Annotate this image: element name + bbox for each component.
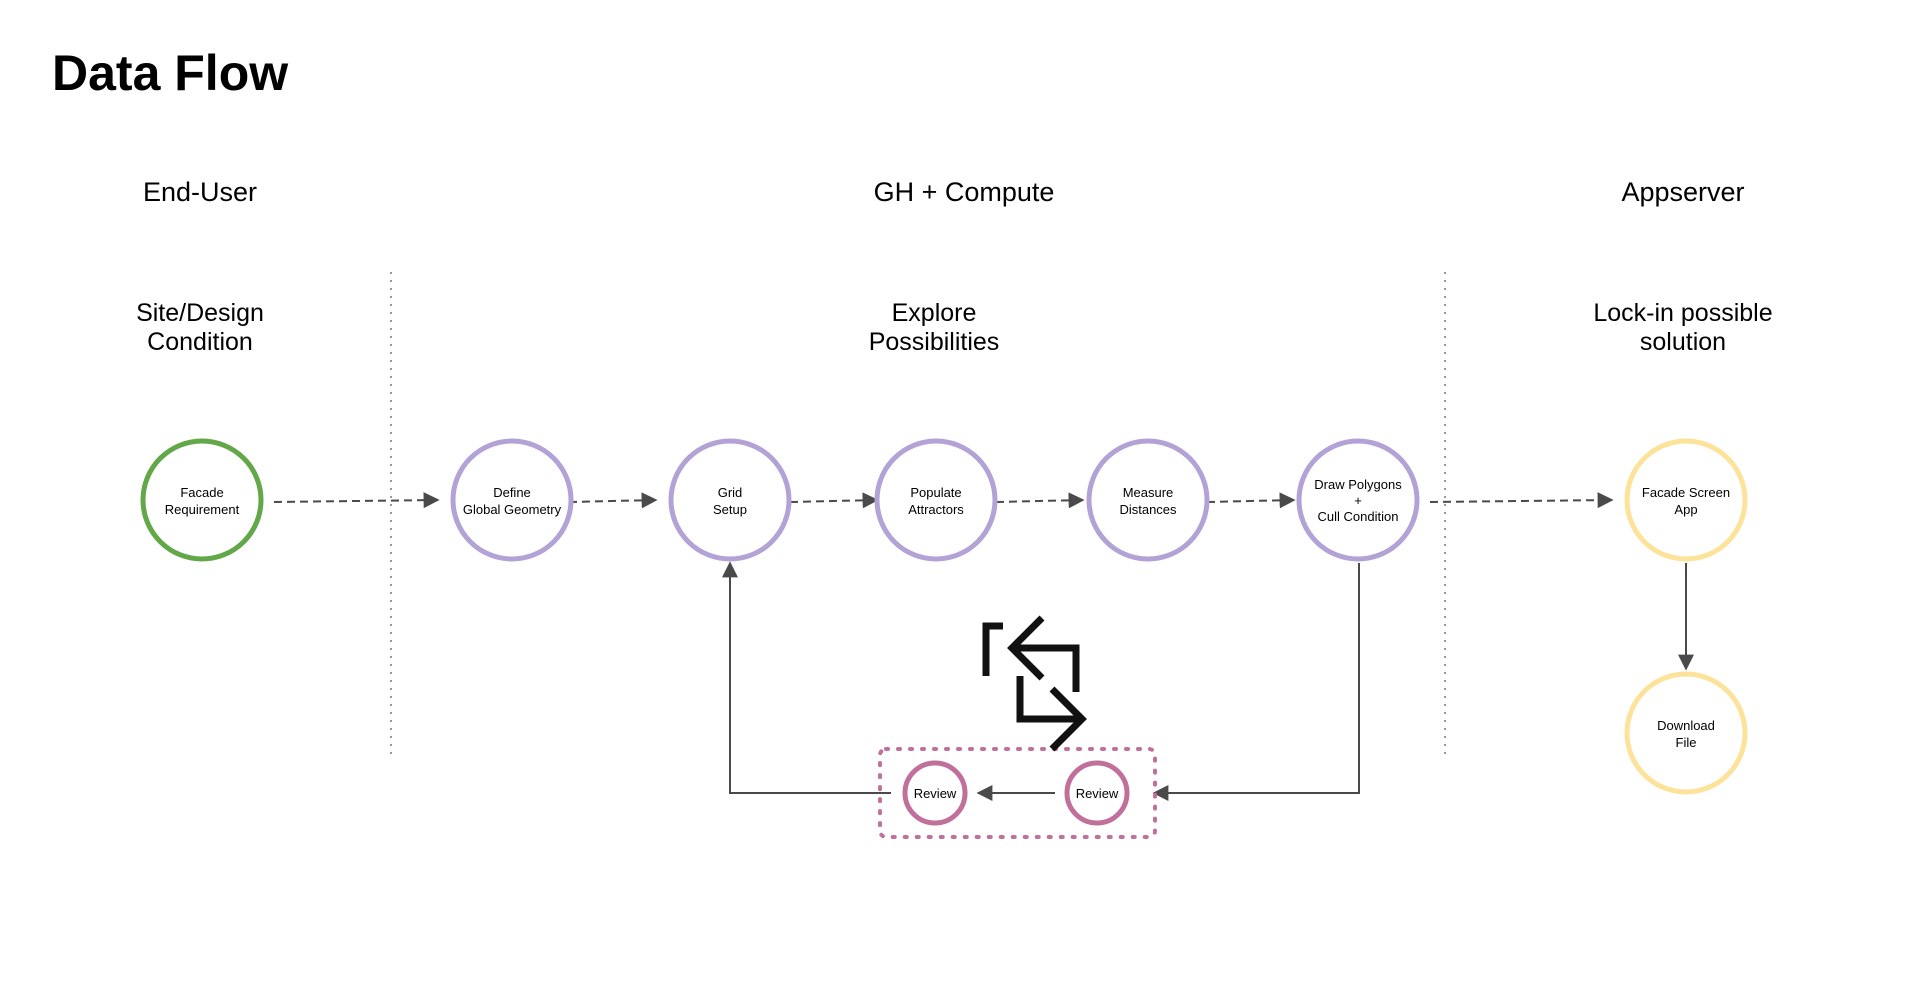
phase-label-lock-in-line-1: Lock-in possible — [1593, 299, 1772, 327]
node-review-left: Review — [902, 760, 968, 826]
arrow-draw-to-review — [1152, 563, 1360, 801]
node-label-line: Distances — [1119, 502, 1177, 517]
node-label-line: Facade — [180, 485, 223, 500]
lane-header-appserver: Appserver — [1621, 177, 1744, 207]
node-label-line: Cull Condition — [1318, 509, 1399, 524]
arrow-draw-to-facade-screen — [1429, 492, 1614, 509]
node-download-file: Download File — [1624, 671, 1748, 795]
node-populate-attractors: Populate Attractors — [874, 438, 998, 562]
phase-label-site-design-line-1: Site/Design — [136, 299, 264, 327]
lane-header-end-user: End-User — [143, 177, 257, 207]
node-label-line: Setup — [713, 502, 747, 517]
lane-header-gh-compute: GH + Compute — [874, 177, 1055, 207]
node-define-global-geometry: Define Global Geometry — [450, 438, 574, 562]
arrow-facade-to-define — [273, 492, 440, 509]
node-draw-polygons-cull-condition: Draw Polygons + Cull Condition — [1296, 438, 1420, 562]
node-label-line: Attractors — [908, 502, 964, 517]
arrow-grid-to-populate — [789, 492, 879, 509]
node-label-line: Measure — [1123, 485, 1174, 500]
node-label-line: App — [1674, 502, 1697, 517]
node-review-right: Review — [1064, 760, 1130, 826]
phase-label-explore-line-2: Possibilities — [869, 328, 1000, 356]
node-facade-screen-app: Facade Screen App — [1624, 438, 1748, 562]
node-label-line: + — [1354, 493, 1362, 508]
repeat-loop-icon — [982, 615, 1087, 752]
node-label-line: Requirement — [165, 502, 240, 517]
phase-label-explore-line-1: Explore — [892, 299, 977, 327]
arrow-populate-to-measure — [995, 492, 1085, 509]
node-label-line: Define — [493, 485, 531, 500]
arrow-measure-to-draw — [1206, 492, 1296, 509]
node-label-line: File — [1676, 735, 1697, 750]
node-measure-distances: Measure Distances — [1086, 438, 1210, 562]
node-grid-setup: Grid Setup — [668, 438, 792, 562]
node-label-line: Populate — [910, 485, 961, 500]
node-label-line: Facade Screen — [1642, 485, 1730, 500]
node-label-line: Review — [914, 786, 957, 801]
phase-label-lock-in-line-2: solution — [1640, 328, 1726, 356]
arrow-define-to-grid — [568, 492, 658, 509]
node-label-line: Download — [1657, 718, 1715, 733]
arrow-review-to-grid — [722, 561, 891, 794]
node-label-line: Review — [1076, 786, 1119, 801]
page-title: Data Flow — [52, 45, 288, 101]
node-facade-requirement: Facade Requirement — [140, 438, 264, 562]
node-label-line: Grid — [718, 485, 743, 500]
node-label-line: Global Geometry — [463, 502, 562, 517]
node-label-line: Draw Polygons — [1314, 477, 1402, 492]
phase-label-site-design-line-2: Condition — [147, 328, 253, 356]
review-group-box — [878, 747, 1157, 839]
